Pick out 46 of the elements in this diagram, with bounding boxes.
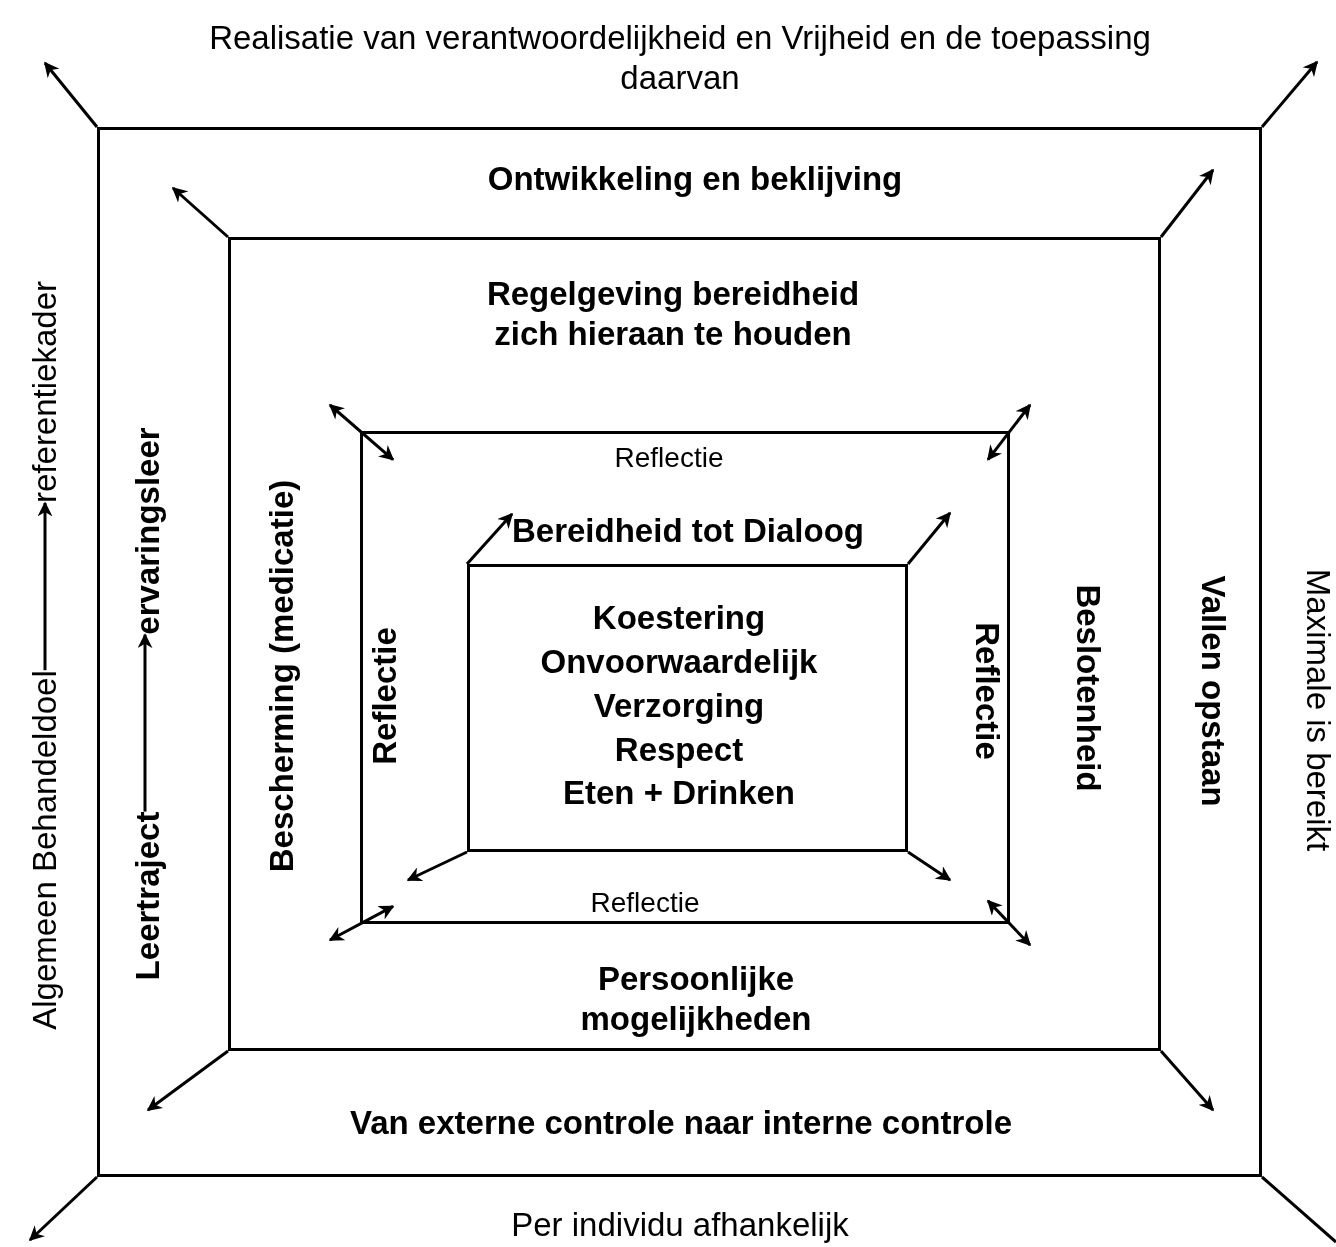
frame-label: Koestering (592, 598, 766, 638)
double-arrow (328, 905, 395, 942)
arrow (137, 633, 153, 812)
arrow (907, 850, 952, 882)
frame-label: Eten + Drinken (563, 773, 795, 813)
arrow (1260, 60, 1319, 128)
text-label: Algemeen Behandeldoel (25, 670, 65, 1030)
frame-label: Verzorging (593, 686, 765, 726)
arrow (146, 1049, 229, 1112)
arrow (1159, 168, 1215, 238)
line (1261, 1175, 1336, 1244)
frame-label: Reflectie (590, 886, 700, 920)
outer-label: Per individu afhankelijk (511, 1205, 849, 1245)
frame-label: Van externe controle naar interne controle (350, 1103, 1012, 1143)
frame-label: Onvoorwaardelijk (540, 642, 818, 682)
text-label: referentiekader (25, 281, 65, 503)
arrow (28, 1175, 99, 1242)
arrow (465, 512, 514, 565)
text-label: ervaringsleer (128, 427, 168, 635)
frame-label: Reflectie (967, 622, 1007, 760)
frame-label: Bescherming (medicatie) (262, 479, 302, 873)
outer-label: Realisatie van verantwoordelijkheid en Vrijheid en de toepassing daarvan (208, 18, 1152, 98)
frame-label: Reflectie (614, 441, 724, 475)
arrow (37, 501, 53, 671)
double-arrow (986, 899, 1032, 947)
square-frame (360, 431, 1010, 924)
outer-label: Maximale is bereikt (1298, 568, 1336, 852)
frame-label: Reflectie (365, 627, 405, 765)
square-frame (97, 127, 1262, 1177)
frame-label: Beslotenheid (1068, 584, 1108, 792)
arrow (1159, 1050, 1215, 1112)
frame-label: Vallen opstaan (1193, 575, 1233, 807)
square-frame (228, 237, 1161, 1051)
frame-label: Persoonlijke mogelijkheden (579, 959, 813, 1039)
arrow (906, 511, 952, 565)
frame-label: Ontwikkeling en beklijving (487, 159, 903, 199)
arrow (43, 61, 99, 128)
frame-label: Regelgeving bereidheid zich hieraan te houden (485, 274, 861, 354)
arrow (171, 186, 229, 239)
double-arrow (328, 403, 395, 461)
arrow (406, 850, 468, 882)
text-label: Leertraject (128, 811, 168, 981)
text-label: Bereidheid tot Dialoog (512, 511, 864, 551)
frame-label: Respect (614, 730, 744, 770)
square-frame (467, 564, 908, 852)
double-arrow (986, 403, 1032, 461)
